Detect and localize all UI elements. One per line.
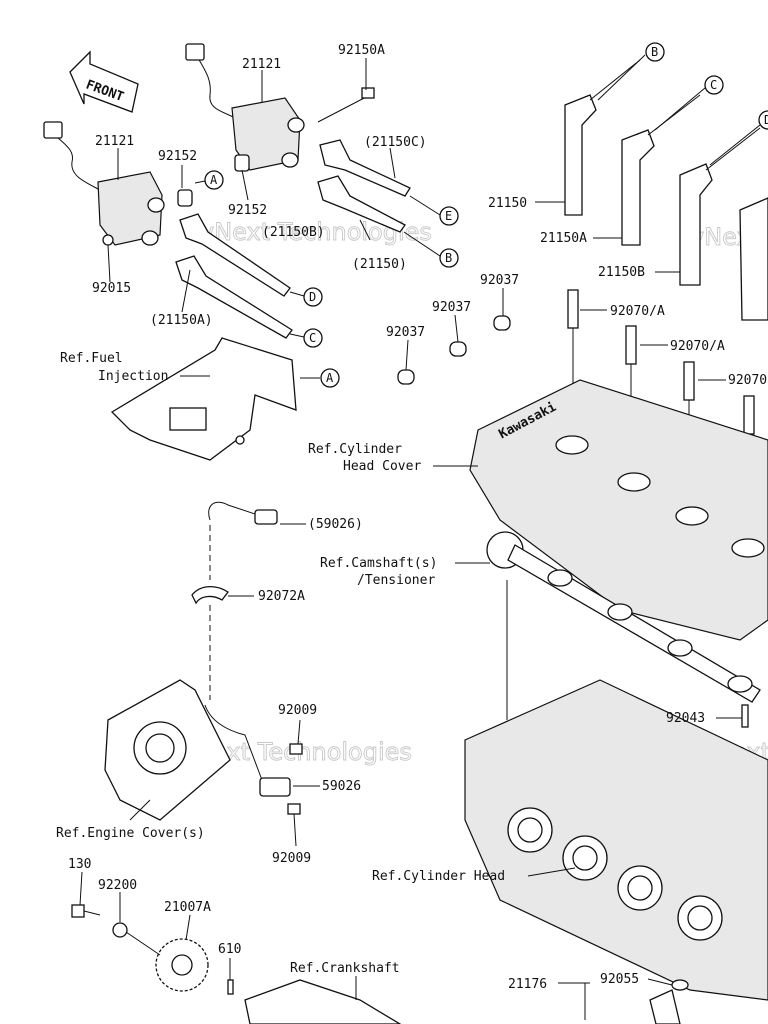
label-92037-c: 92037 — [386, 325, 425, 340]
label-92037-a: 92037 — [480, 273, 519, 288]
label-ref-cyl-cover-1: Ref.Cylinder — [308, 442, 402, 457]
label-92055: 92055 — [600, 972, 639, 987]
plug-caps-right — [564, 59, 768, 321]
cylinder-head — [464, 679, 768, 1001]
label-59026: 59026 — [322, 779, 361, 794]
label-ref-fuel-1: Ref.Fuel — [60, 351, 123, 366]
label-ref-engine-cover: Ref.Engine Cover(s) — [56, 826, 205, 841]
bolt-130 — [71, 904, 101, 918]
label-21121-left: 21121 — [95, 134, 134, 149]
svg-text:C: C — [710, 78, 717, 92]
pin-92043 — [741, 704, 749, 728]
crankshaft — [244, 979, 402, 1024]
plug-cap-extra — [739, 197, 768, 321]
bolt-92009-a — [289, 743, 303, 755]
plug-leads-coils — [175, 139, 411, 339]
svg-text:A: A — [326, 371, 334, 385]
label-92150a: 92150A — [338, 43, 385, 58]
label-21150: 21150 — [488, 196, 527, 211]
label-ref-camshaft-2: /Tensioner — [357, 573, 435, 588]
label-92009-b: 92009 — [272, 851, 311, 866]
svg-text:C: C — [309, 331, 316, 345]
label-ref-cyl-cover-2: Head Cover — [343, 459, 421, 474]
clamp-92072a — [191, 586, 229, 605]
callout-c: C — [289, 328, 323, 348]
svg-text:B: B — [651, 45, 658, 59]
ignition-coil-left — [43, 121, 193, 246]
camshaft — [486, 531, 761, 703]
label-92037-b: 92037 — [432, 300, 471, 315]
ignition-coil-top — [185, 43, 305, 172]
label-21150b: 21150B — [598, 265, 645, 280]
svg-text:B: B — [445, 251, 452, 265]
callout-a2: A — [300, 368, 340, 388]
pin-610 — [227, 979, 234, 995]
cylinder-head-cover: Kawasaki — [469, 379, 768, 641]
svg-text:D: D — [309, 290, 316, 304]
callout-e: E — [409, 195, 459, 226]
label-21150c-ref: (21150C) — [364, 135, 427, 150]
plug-cap-21150b — [679, 127, 761, 286]
labels: 21121 92150A 21121 92152 (21150C) 92152 … — [56, 43, 767, 992]
label-21150b-ref: (21150B) — [262, 225, 325, 240]
label-21121-top: 21121 — [242, 57, 281, 72]
fuel-injection-bracket — [110, 337, 297, 461]
label-92070a-3: 92070 — [728, 373, 767, 388]
washer-92200 — [112, 922, 128, 938]
label-92070a-1: 92070/A — [610, 304, 665, 319]
plug-cap-21150 — [564, 59, 641, 216]
callout-b: B — [403, 231, 459, 268]
bolt-92009-b — [287, 803, 301, 815]
sensor-59026-wire — [208, 501, 278, 700]
seal-92055 — [671, 979, 689, 991]
svg-text:E: E — [445, 209, 452, 223]
label-21176: 21176 — [508, 977, 547, 992]
label-92152-b: 92152 — [228, 203, 267, 218]
leader-lines — [79, 58, 742, 1020]
gear-21007a — [125, 931, 209, 992]
callout-d: D — [289, 287, 323, 307]
label-ref-cyl-head: Ref.Cylinder Head — [372, 869, 505, 884]
sensor-59026 — [204, 704, 291, 797]
label-ref-fuel-2: Injection — [98, 369, 168, 384]
label-ref-camshaft-1: Ref.Camshaft(s) — [320, 556, 437, 571]
label-ref-crankshaft: Ref.Crankshaft — [290, 961, 400, 976]
label-610: 610 — [218, 942, 241, 957]
svg-text:A: A — [210, 173, 218, 187]
callout-c2: C — [654, 75, 724, 131]
engine-cover — [104, 679, 231, 821]
bolt-92150a — [317, 87, 375, 123]
label-92200: 92200 — [98, 878, 137, 893]
label-92043: 92043 — [666, 711, 705, 726]
callout-b2: B — [597, 42, 665, 101]
label-92152-a: 92152 — [158, 149, 197, 164]
callout-group: A E B D C A B C D — [194, 42, 768, 388]
label-21150-ref: (21150) — [352, 257, 407, 272]
label-21150a: 21150A — [540, 231, 587, 246]
front-arrow-icon: FRONT — [69, 50, 139, 113]
sensor-21176 — [649, 989, 681, 1024]
label-59026-ref: (59026) — [308, 517, 363, 532]
label-21007a: 21007A — [164, 900, 211, 915]
label-92072a: 92072A — [258, 589, 305, 604]
callout-a: A — [194, 170, 224, 190]
svg-text:D: D — [764, 113, 768, 127]
callout-d2: D — [709, 110, 768, 166]
label-92015: 92015 — [92, 281, 131, 296]
label-92009-a: 92009 — [278, 703, 317, 718]
label-21150a-ref: (21150A) — [150, 313, 213, 328]
label-92070a-2: 92070/A — [670, 339, 725, 354]
plug-cap-21150a — [621, 94, 701, 246]
label-130: 130 — [68, 857, 91, 872]
